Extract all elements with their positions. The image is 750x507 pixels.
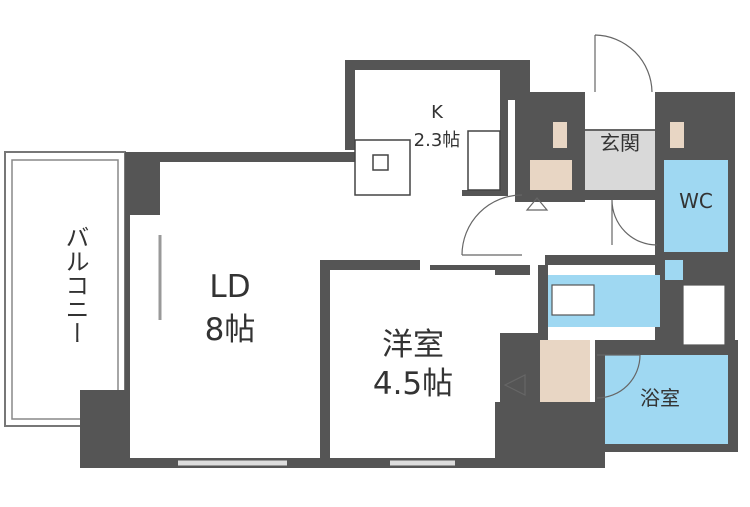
washbasin-icon (551, 284, 595, 316)
ld-floor (160, 162, 320, 458)
storage-box (682, 284, 726, 346)
kitchen-wall (345, 60, 530, 196)
ld-western-partition (320, 260, 330, 468)
bath-right-wall (728, 340, 738, 450)
ld-door-swing (461, 194, 523, 256)
bottom-right-wall-mass (495, 402, 605, 468)
labels: LD 8帖 K 2.3帖 洋室 4.5帖 玄関 WC 浴室 (205, 102, 713, 410)
wc-door-swing (611, 199, 658, 246)
kitchen-fridge-space (467, 130, 501, 191)
bath-left-wall (595, 340, 605, 450)
shoe-closet (530, 160, 572, 190)
small-wet-area (665, 260, 683, 280)
bath-label: 浴室 (640, 386, 680, 410)
ld-label-line1: LD (209, 269, 250, 305)
entrance-door-swing (594, 34, 653, 93)
top-ld-wall (125, 152, 355, 162)
kitchen-label-line1: K (431, 102, 444, 123)
entrance-right-post (670, 122, 684, 148)
western-top-wall-left (320, 260, 420, 270)
balcony-inner-line (11, 159, 119, 420)
hall-top-wall (515, 190, 685, 200)
wc-floor (664, 160, 728, 252)
sink-icon (372, 154, 389, 171)
entrance-label: 玄関 (600, 131, 640, 155)
hall-arrow (525, 197, 549, 211)
western-closet (540, 340, 590, 402)
bath-floor (605, 355, 728, 444)
hall-mid-wall (545, 255, 660, 265)
balcony: バルコニー (4, 151, 126, 427)
room-floors (160, 70, 728, 458)
kitchen-label-line2: 2.3帖 (414, 130, 461, 151)
entrance-left-post (553, 122, 567, 148)
washroom-left-wall (538, 265, 548, 345)
bath-bottom-wall (595, 444, 738, 452)
western-floor (330, 270, 495, 458)
closet-side-wall (500, 333, 540, 402)
doors (461, 34, 658, 399)
western-label-line2: 4.5帖 (373, 366, 453, 402)
closet-arrow (503, 374, 526, 396)
bottom-wall (80, 458, 605, 468)
balcony-outline (4, 151, 126, 427)
wc-label: WC (679, 189, 713, 213)
balcony-label: バルコニー (61, 225, 89, 345)
entrance-floor (585, 130, 655, 190)
fixtures (158, 129, 726, 466)
western-label-line1: 洋室 (382, 327, 444, 363)
ld-label-line2: 8帖 (205, 312, 256, 348)
bath-door-swing (596, 354, 641, 399)
left-wall-mass (80, 152, 160, 468)
